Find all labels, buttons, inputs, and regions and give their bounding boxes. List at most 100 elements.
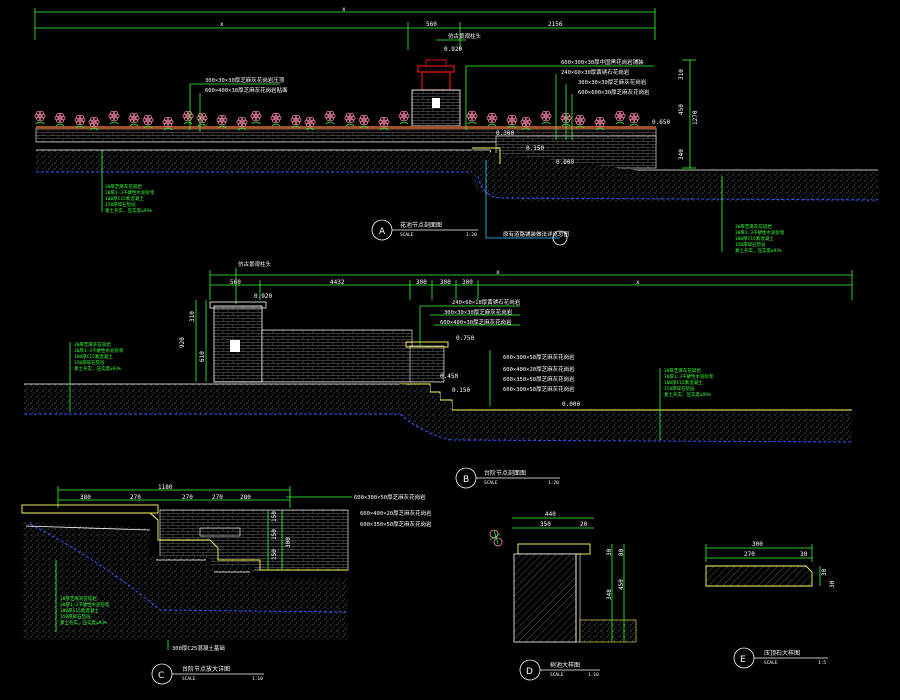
- dim-d-1: 440: [545, 511, 556, 518]
- flower-icon: [398, 111, 410, 125]
- dim-c-3: 270: [130, 494, 141, 501]
- side-dim-a-2: 450: [678, 104, 685, 115]
- elev-a-4: 0.150: [526, 145, 544, 152]
- green-note-a-2: 30厚1:3干硬性水泥砂浆: [105, 189, 155, 196]
- dim-b-5: 300: [462, 279, 473, 286]
- dim-b-6: x: [496, 269, 500, 276]
- elev-a-3: 0.300: [496, 130, 514, 137]
- note-a-tr-2: 240×60×30厚黄锈石花岗岩: [561, 68, 630, 76]
- dim-a-top-1: x: [342, 6, 346, 13]
- green-note-b-l3: 100厚C15素混凝土: [74, 353, 113, 360]
- elev-a-2: 0.650: [652, 119, 670, 126]
- side-dim-c-4: 300: [285, 537, 292, 548]
- flower-icon: [142, 115, 154, 129]
- flower-icon: [196, 113, 208, 127]
- flower-icon: [614, 111, 626, 125]
- label-e: E: [740, 655, 746, 665]
- title-e: 压顶石大样图: [764, 649, 800, 657]
- label-d: D: [526, 667, 533, 677]
- green-note-c-3: 100厚C15素混凝土: [60, 607, 99, 614]
- green-note-a-r5: 素土夯实，压实度≥93%: [735, 247, 782, 254]
- dim-d-6: 348: [606, 589, 613, 600]
- note-a-tr-1: 600×300×30厚中国黑花岗岩铺装: [561, 58, 644, 66]
- flower-icon: [520, 117, 532, 131]
- flower-icon: [108, 111, 120, 125]
- flower-icon: [304, 117, 316, 131]
- title-c: 台阶节点放大详图: [182, 665, 230, 673]
- dim-b-2: 4432: [330, 279, 345, 286]
- flower-icon: [324, 111, 336, 125]
- plant-icon: [489, 529, 503, 547]
- pillar-note-a: 仿古景观柱头: [448, 32, 482, 40]
- dim-d-3: 20: [580, 521, 588, 528]
- side-dim-a-4: 340: [678, 149, 685, 160]
- green-note-a-r2: 30厚1:3干硬性水泥砂浆: [735, 229, 785, 236]
- step-note-b-4: 600×300×50厚芝麻灰花岗岩: [503, 385, 575, 393]
- flower-icon: [250, 111, 262, 125]
- section-b: 560 4432 300 300 300 x x 仿古景观柱头 0.920 31…: [24, 260, 853, 489]
- side-dim-a-1: 310: [678, 69, 685, 80]
- green-note-b-l5: 素土夯实，压实度≥93%: [74, 365, 121, 372]
- green-note-a-5: 素土夯实，压实度≥93%: [105, 207, 152, 214]
- dim-a-top-3: 560: [426, 21, 437, 28]
- step-note-b-3: 600×350×50厚芝麻灰花岗岩: [503, 375, 575, 383]
- green-note-b-r3: 100厚C15素混凝土: [664, 379, 703, 386]
- flower-icon: [162, 117, 174, 131]
- scale-e: 1:5: [818, 660, 826, 666]
- flower-icon: [128, 113, 140, 127]
- side-dim-a-3: 1270: [692, 110, 699, 125]
- side-dim-c-1: 150: [271, 511, 278, 522]
- flower-icon: [574, 115, 586, 129]
- scale-a: 1:20: [466, 232, 477, 238]
- dim-d-2: 350: [540, 521, 551, 528]
- note-c-2: 600×400×20厚芝麻灰花岗岩: [360, 509, 432, 517]
- scale-label-e: SCALE: [764, 660, 778, 666]
- pillar-note-b: 仿古景观柱头: [238, 260, 272, 268]
- green-note-b-r5: 素土夯实，压实度≥93%: [664, 391, 711, 398]
- section-d: 440 350 20 30 80 348 450 D 树池大样图 SCALE 1…: [489, 511, 637, 681]
- flower-icon: [236, 117, 248, 131]
- scale-c: 1:10: [252, 676, 263, 682]
- green-note-a-r1: 30厚芝麻灰花岗岩: [735, 223, 772, 230]
- dim-d-4: 30: [606, 548, 613, 556]
- title-b: 台阶节点剖面图: [484, 469, 526, 477]
- scale-b: 1:20: [548, 480, 559, 486]
- note-a-bottom: 原有道路铺装做法详见总图: [503, 230, 570, 238]
- flower-icon: [216, 115, 228, 129]
- flower-bed: [34, 111, 640, 131]
- note-c-3: 600×350×50厚芝麻灰花岗岩: [360, 520, 432, 528]
- step-note-b-2: 600×400×20厚芝麻灰花岗岩: [503, 365, 575, 373]
- dim-e-2: 270: [744, 551, 755, 558]
- flower-icon: [540, 111, 552, 125]
- note-a-tr-3: 300×30×30厚芝麻灰花岗岩: [578, 78, 647, 86]
- dim-c-6: 280: [240, 494, 251, 501]
- elev-b-1: 0.920: [254, 293, 272, 300]
- dim-c-5: 270: [212, 494, 223, 501]
- side-dim-b-1: 310: [189, 311, 196, 322]
- flower-icon: [378, 117, 390, 131]
- dim-a-top-2: x: [220, 21, 224, 28]
- green-note-a-3: 100厚C15素混凝土: [105, 195, 144, 202]
- green-note-a-r3: 100厚C15素混凝土: [735, 235, 774, 242]
- flower-icon: [344, 113, 356, 127]
- flower-icon: [594, 117, 606, 131]
- green-note-b-l4: 150厚碎石垫层: [74, 359, 105, 366]
- green-note-b-r4: 150厚碎石垫层: [664, 385, 695, 392]
- note-b-2: 300×30×30厚芝麻灰花岗岩: [444, 308, 513, 316]
- elev-b-2: 0.750: [456, 335, 474, 342]
- dim-e-4: 30: [821, 568, 828, 576]
- flower-icon: [466, 111, 478, 125]
- scale-label-c: SCALE: [182, 676, 196, 682]
- flower-icon: [34, 111, 46, 125]
- dim-c-1: 1180: [158, 484, 173, 491]
- title-d: 树池大样图: [550, 661, 580, 669]
- elev-b-5: 0.000: [562, 401, 580, 408]
- elev-a-5: 0.000: [556, 159, 574, 166]
- label-c: C: [158, 671, 164, 681]
- note-a-tr-4: 600×600×30厚芝麻灰花岗岩: [578, 88, 650, 96]
- elev-a-1: 0.920: [444, 46, 462, 53]
- step-note-b-1: 600×300×50厚芝麻灰花岗岩: [503, 353, 575, 361]
- dim-a-top-4: 2156: [548, 21, 563, 28]
- flower-icon: [182, 111, 194, 125]
